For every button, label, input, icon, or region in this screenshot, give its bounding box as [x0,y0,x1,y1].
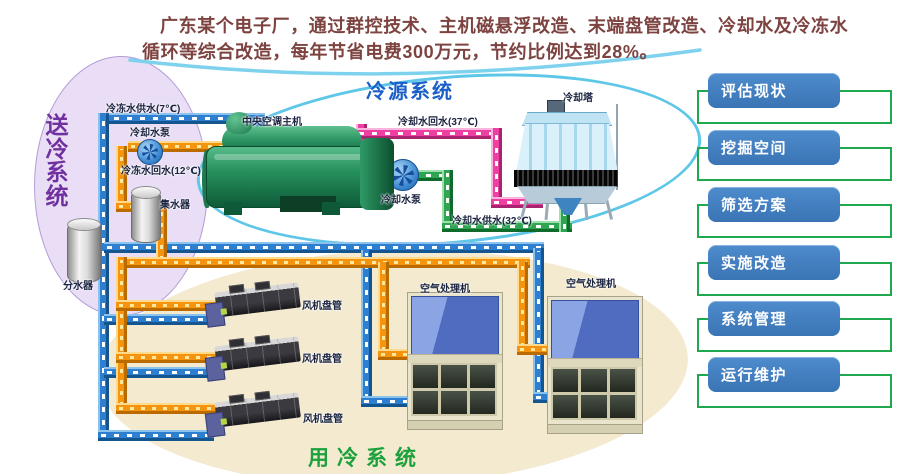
label-cooling-tower: 冷却塔 [563,93,593,104]
step-button-screen[interactable]: 筛选方案 [708,187,840,222]
pipe-cooling-supply-rise [442,170,453,232]
label-chiller: 中央空调主机 [242,117,302,128]
label-cooling-pump: 冷却水泵 [381,195,421,206]
pipe-fcu3-blue [98,430,214,441]
pipe-ahu1-orange-drop [378,262,389,354]
pipe-cooling-supply-tower-out [559,200,570,232]
pipe-fcu3-orange [116,403,216,414]
water-distributor [67,218,101,283]
supply-system-title: 送 冷 系 统 [45,112,69,209]
water-collector [131,186,161,243]
pipe-fcu2-orange [116,352,216,363]
chilled-water-pump-icon [137,139,163,165]
cooling-tower [514,98,620,224]
pipe-chilled-return-main [116,257,530,268]
step-button-implement[interactable]: 实施改造 [708,245,840,280]
air-handling-unit-1 [407,292,503,430]
pipe-ahu2-orange-drop [517,262,528,350]
pipe-ahu1-blue-in [361,396,419,407]
pipe-fcu1-orange [116,300,216,311]
header-line-1: 广东某个电子厂，通过群控技术、主机磁悬浮改造、末端盘管改造、冷却水及冷冻水 [160,16,849,36]
label-fan-coil-2: 风机盘管 [302,354,342,365]
pipe-fcu2-blue [104,367,214,378]
label-ahu-1: 空气处理机 [420,284,470,295]
pipe-ahu1-orange-in [378,349,426,360]
pipe-ahu2-blue-drop [533,248,544,398]
step-button-maintain[interactable]: 运行维护 [708,357,840,392]
label-chilled-return-temp: 冷冻水回水(12℃) [121,166,201,177]
pipe-chilled-return-riser-lower [116,257,127,409]
step-button-explore[interactable]: 挖掘空间 [708,130,840,165]
label-cooling-supply-temp: 冷却水供水(32℃) [452,216,532,227]
pipe-fcu1-blue [104,314,214,325]
central-chiller-unit [202,110,398,216]
pipe-ahu2-orange-in [517,344,565,355]
source-system-title: 冷源系统 [366,81,454,103]
header-line-2: 循环等综合改造，每年节省电费300万元，节约比例达到28%。 [142,42,659,62]
label-fan-coil-3: 风机盘管 [303,414,343,425]
pipe-cooling-return-top [356,128,502,139]
pipe-chilled-supply-top [98,113,265,124]
label-cooling-return-temp: 冷却水回水(37℃) [398,117,478,128]
pipe-cooling-return-tower-in [491,197,543,208]
pipe-chilled-return-pump-line [128,141,280,152]
label-chilled-supply-temp: 冷冻水供水(7℃) [106,104,181,115]
label-chilled-pump: 冷却水泵 [130,128,170,139]
pipe-cooling-supply-bottom [442,221,572,232]
pipe-ahu1-blue-drop [361,250,372,402]
step-button-assess[interactable]: 评估现状 [708,73,840,108]
label-fan-coil-1: 风机盘管 [302,301,342,312]
pipe-chilled-return-drop [156,201,167,263]
pipe-chilled-supply-riser [98,113,109,441]
air-handling-unit-2 [547,296,643,434]
step-button-manage[interactable]: 系统管理 [708,301,840,336]
label-water-collector: 集水器 [160,200,190,211]
label-ahu-2: 空气处理机 [566,279,616,290]
pipe-chilled-supply-main [104,242,544,253]
pipe-chilled-return-riser-upper [116,146,127,208]
load-system-title: 用冷系统 [308,447,424,470]
pipe-cooling-return-drop [491,128,502,208]
label-water-distributor: 分水器 [63,281,93,292]
